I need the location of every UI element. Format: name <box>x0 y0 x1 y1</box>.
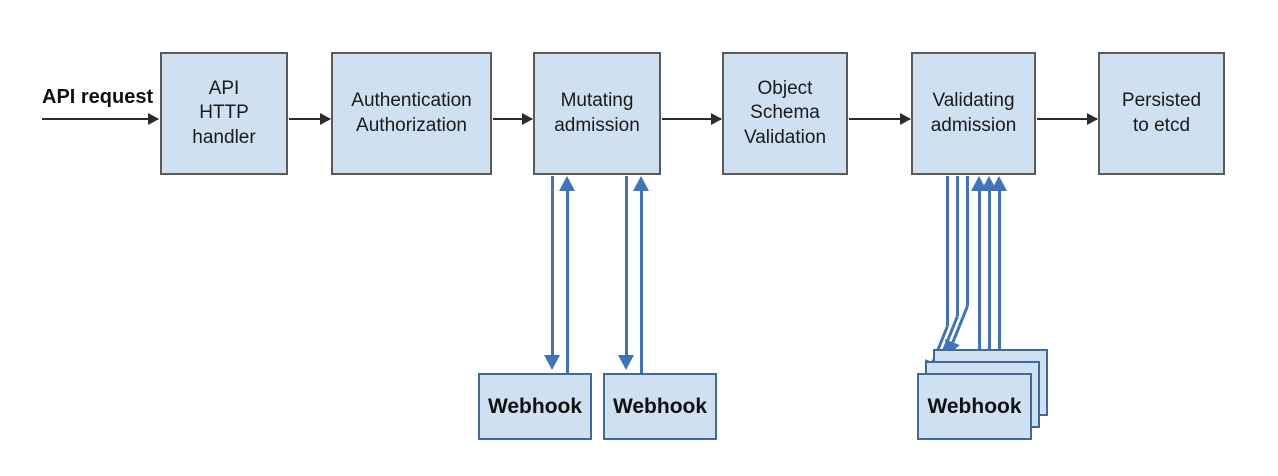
mutating-webhook-2-down-shaft <box>625 176 628 355</box>
mutating-webhook-1-up-shaft <box>566 191 569 373</box>
validating-webhook-down-shaft-2 <box>956 176 959 316</box>
mutating-webhook-1-down-shaft <box>551 176 554 355</box>
flow-arrow-schema-to-validating <box>849 113 911 125</box>
stage-mutating-admission[interactable]: Mutating admission <box>533 52 661 175</box>
stage-label-line: Validating <box>932 90 1015 112</box>
stage-label-line: Mutating <box>560 90 634 112</box>
webhook-label: Webhook <box>487 394 583 418</box>
stage-label-line: HTTP <box>199 102 249 124</box>
flow-arrow-validating-to-etcd <box>1037 113 1098 125</box>
stage-label-line: Validation <box>743 126 827 148</box>
stage-object-schema-validation[interactable]: Object Schema Validation <box>722 52 848 175</box>
stage-label-line: API <box>208 78 240 100</box>
stage-authentication-authorization[interactable]: Authentication Authorization <box>331 52 492 175</box>
mutating-webhook-2-up-shaft <box>640 191 643 373</box>
mutating-webhook-1[interactable]: Webhook <box>478 373 592 440</box>
validating-webhook-up-shaft-2 <box>988 191 991 412</box>
flow-arrow-api-handler-to-auth <box>289 113 331 125</box>
flow-arrow-auth-to-mutating <box>493 113 533 125</box>
validating-webhook-up-arrowhead-3 <box>991 176 1007 191</box>
api-request-label: API request <box>42 86 154 108</box>
stage-label-line: Authentication <box>351 90 472 112</box>
validating-webhook-down-shaft-1 <box>946 176 949 326</box>
stage-label-line: handler <box>192 126 256 148</box>
stage-label-line: admission <box>554 114 640 136</box>
mutating-webhook-1-up-arrowhead <box>559 176 575 191</box>
stage-label-line: Object <box>757 78 813 100</box>
validating-webhook-down-shaft-3 <box>966 176 969 306</box>
stage-label-line: Authorization <box>356 114 467 136</box>
flow-arrow-mutating-to-schema <box>662 113 722 125</box>
validating-webhook-up-shaft-3 <box>998 191 1001 400</box>
mutating-webhook-2-up-arrowhead <box>633 176 649 191</box>
mutating-webhook-2[interactable]: Webhook <box>603 373 717 440</box>
stage-api-http-handler[interactable]: API HTTP handler <box>160 52 288 175</box>
webhook-label: Webhook <box>927 394 1022 418</box>
stage-label-line: admission <box>930 114 1017 136</box>
validating-webhook-stack-front[interactable]: Webhook <box>917 373 1032 440</box>
stage-label-line: Persisted <box>1121 90 1202 112</box>
validating-webhook-up-shaft-1 <box>978 191 981 424</box>
stage-validating-admission[interactable]: Validating admission <box>911 52 1036 175</box>
webhook-label: Webhook <box>612 394 708 418</box>
stage-label-line: Schema <box>750 102 820 124</box>
flow-arrow-entry-to-api-handler <box>42 113 159 125</box>
stage-persisted-to-etcd[interactable]: Persisted to etcd <box>1098 52 1225 175</box>
stage-label-line: to etcd <box>1132 114 1191 136</box>
mutating-webhook-1-down-arrowhead <box>544 355 560 370</box>
mutating-webhook-2-down-arrowhead <box>618 355 634 370</box>
